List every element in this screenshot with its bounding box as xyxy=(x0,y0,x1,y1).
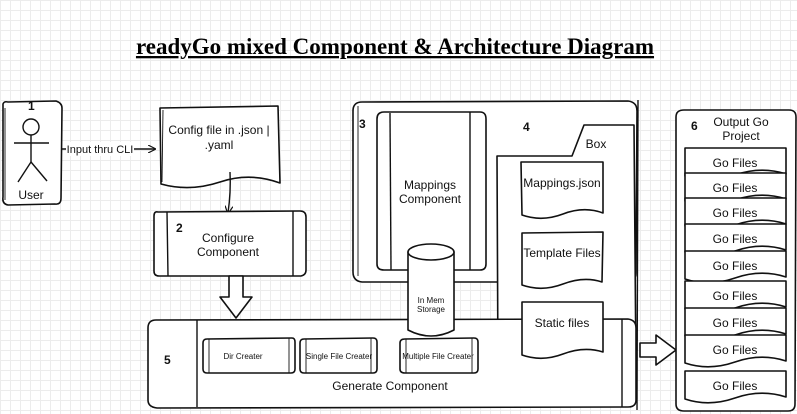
output-number: 6 xyxy=(691,119,698,133)
dir-creater-label: Dir Creater xyxy=(223,352,262,361)
input-arrow: Input thru CLI xyxy=(62,142,155,156)
configure-number: 2 xyxy=(176,221,183,235)
configure-label-line2: Component xyxy=(197,245,260,259)
diagram-title: readyGo mixed Component & Architecture D… xyxy=(136,34,654,59)
input-arrow-label: Input thru CLI xyxy=(67,144,134,156)
separator-line xyxy=(636,99,639,411)
single-file-creater-process: Single File Creater xyxy=(299,337,378,374)
go-files-label: Go Files xyxy=(713,316,758,330)
generate-to-output-arrow xyxy=(639,334,677,366)
static-files-label: Static files xyxy=(535,316,590,330)
box-label: Box xyxy=(586,137,607,151)
go-files-document: Go Files xyxy=(684,370,787,404)
config-file-document: Config file in .json | .yaml xyxy=(159,105,281,189)
config-file-label-line2: .yaml xyxy=(205,138,234,152)
go-files-label: Go Files xyxy=(713,156,758,170)
go-files-label: Go Files xyxy=(713,343,758,357)
config-file-label-line1: Config file in .json | xyxy=(168,123,269,137)
go-files-label: Go Files xyxy=(713,206,758,220)
config-to-configure-arrow xyxy=(228,171,230,213)
go-files-label: Go Files xyxy=(713,232,758,246)
go-files-label: Go Files xyxy=(713,379,758,393)
dir-creater-process: Dir Creater xyxy=(202,337,296,374)
output-label-line1: Output Go xyxy=(713,115,769,129)
go-files-label: Go Files xyxy=(713,259,758,273)
generate-number: 5 xyxy=(164,353,171,367)
single-file-creater-label: Single File Creater xyxy=(306,352,373,361)
mappings-label-line2: Component xyxy=(399,192,462,206)
mappings-json-label: Mappings.json xyxy=(523,176,600,190)
storage-label-line2: Storage xyxy=(417,305,446,314)
generate-component: 5 Generate Component Dir Creater Single … xyxy=(147,318,637,409)
multiple-file-creater-process: Multiple File Creater xyxy=(399,337,479,374)
in-mem-storage-cylinder: In Mem Storage xyxy=(407,243,455,337)
go-files-label: Go Files xyxy=(713,181,758,195)
template-files-label: Template Files xyxy=(523,246,600,260)
configure-component: 2 Configure Component xyxy=(153,210,307,277)
user-label: User xyxy=(18,188,43,202)
template-files-document: Template Files xyxy=(521,231,604,290)
multiple-file-creater-label: Multiple File Creater xyxy=(402,352,474,361)
generate-label: Generate Component xyxy=(332,379,448,393)
user-number: 1 xyxy=(28,99,35,113)
mappings-number: 3 xyxy=(359,117,366,131)
go-files-label: Go Files xyxy=(713,289,758,303)
output-label-line2: Project xyxy=(722,129,760,143)
user-actor: 1 User xyxy=(2,99,63,206)
configure-label-line1: Configure xyxy=(202,231,254,245)
static-files-document: Static files xyxy=(521,301,604,360)
go-files-document: Go Files xyxy=(684,223,787,257)
storage-label-line1: In Mem xyxy=(418,296,445,305)
configure-to-generate-arrow xyxy=(219,275,253,319)
go-files-document: Go Files xyxy=(684,334,787,368)
box-number: 4 xyxy=(523,120,530,134)
mappings-json-document: Mappings.json xyxy=(520,161,604,220)
go-files-stack: Go Files Go Files Go Files Go Files Go Files… xyxy=(684,147,787,404)
mappings-label-line1: Mappings xyxy=(404,178,456,192)
